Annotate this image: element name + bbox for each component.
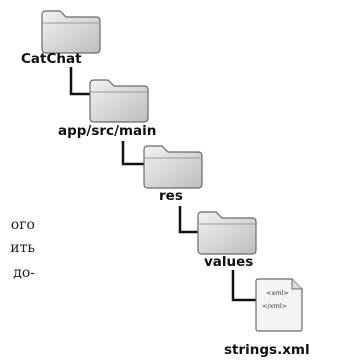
side-text-line-2: ить [10, 240, 35, 256]
connector-app-res [121, 141, 145, 166]
folder-label-app-src-main: app/src/main [58, 123, 157, 139]
xml-close-tag: </xml> [262, 302, 288, 310]
folder-icon [89, 79, 149, 123]
xml-open-tag: <xml> [266, 289, 289, 297]
folder-label-values: values [204, 254, 254, 270]
folder-label-res: res [159, 188, 183, 204]
folder-label-catchat: CatChat [21, 51, 82, 67]
folder-icon [143, 145, 203, 189]
side-text-line-3: до- [13, 265, 35, 281]
file-label-strings-xml: strings.xml [224, 342, 310, 358]
folder-icon [41, 10, 101, 54]
side-text-line-1: ого [10, 217, 35, 233]
xml-file-icon [255, 278, 303, 332]
connector-values-strings [231, 270, 256, 302]
connector-res-values [178, 206, 200, 234]
connector-catchat-app [69, 67, 92, 96]
folder-icon [197, 211, 257, 255]
